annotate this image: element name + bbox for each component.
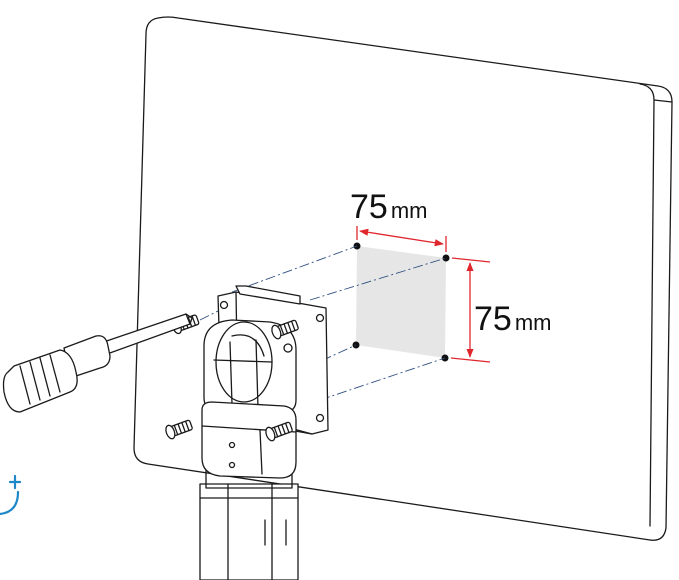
screwdriver-icon — [2, 313, 193, 413]
horizontal-dimension-value: 75 — [350, 188, 388, 226]
vesa-mount-area — [352, 242, 450, 362]
screw-top-right — [271, 319, 299, 340]
vertical-dimension-value: 75 — [474, 300, 512, 338]
rotate-arrow-icon — [0, 474, 22, 516]
screw-bottom-left — [165, 419, 193, 440]
screw-bottom-right — [265, 421, 293, 442]
horizontal-dimension-unit: mm — [391, 198, 428, 223]
stand-pole — [199, 469, 299, 580]
mount-hole-top-right — [442, 254, 450, 262]
vertical-dimension-unit: mm — [515, 310, 552, 335]
tilt-head — [201, 319, 297, 479]
